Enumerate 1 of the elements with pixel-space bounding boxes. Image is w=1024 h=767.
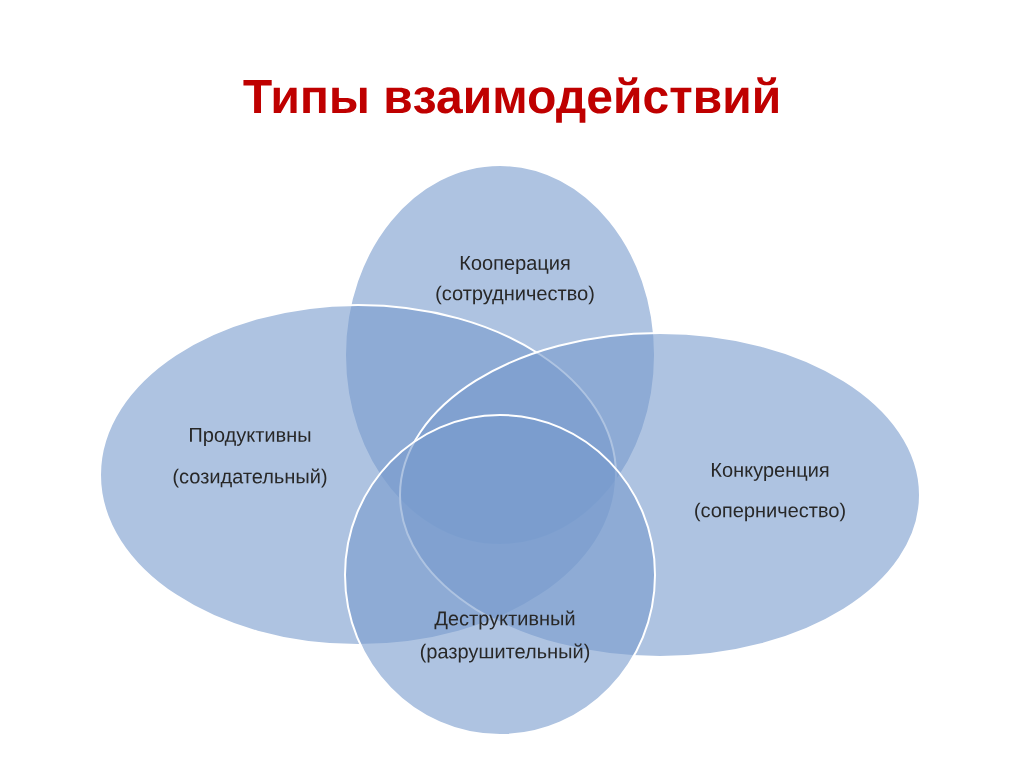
title: Типы взаимодействий: [243, 77, 778, 123]
